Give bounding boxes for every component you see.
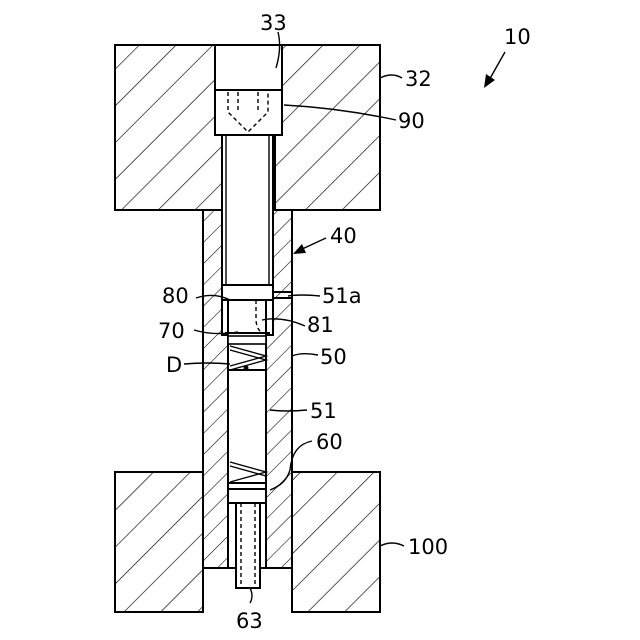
label-81: 81 (307, 313, 334, 337)
rod-63 (236, 503, 260, 588)
label-70: 70 (158, 319, 185, 343)
label-51: 51 (310, 399, 337, 423)
label-D: D (166, 353, 182, 377)
arrow-10 (484, 52, 505, 88)
spring-assembly (228, 336, 266, 503)
label-32: 32 (405, 67, 432, 91)
arrow-40 (293, 238, 326, 254)
label-80: 80 (162, 284, 189, 308)
label-40: 40 (330, 224, 357, 248)
head-33 (215, 45, 282, 135)
label-60: 60 (316, 430, 343, 454)
label-90: 90 (398, 109, 425, 133)
label-63: 63 (236, 609, 263, 633)
label-33: 33 (260, 11, 287, 35)
label-10: 10 (504, 25, 531, 49)
label-51a: 51a (322, 284, 362, 308)
label-50: 50 (320, 345, 347, 369)
label-100: 100 (408, 535, 448, 559)
piston-80 (222, 285, 273, 333)
